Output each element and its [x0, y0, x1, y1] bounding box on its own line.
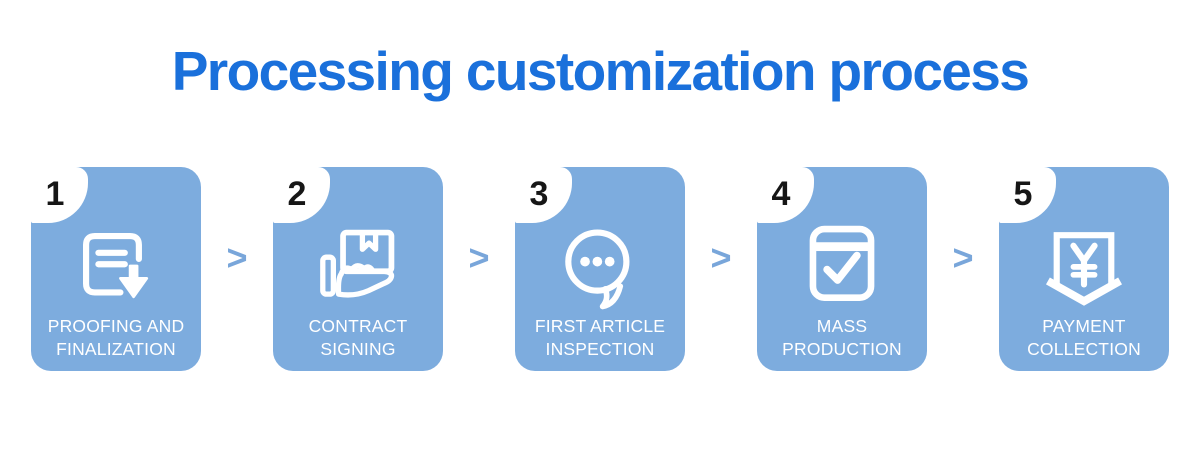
step-number: 4	[771, 175, 791, 214]
document-download-icon	[72, 222, 160, 310]
step-label: CONTRACT SIGNING	[308, 315, 408, 359]
next-step-arrow: >	[710, 237, 732, 279]
step-label: MASS PRODUCTION	[782, 315, 902, 359]
step-number: 1	[45, 175, 65, 214]
step-label: PAYMENT COLLECTION	[1027, 315, 1141, 359]
step-label: PROOFING AND FINALIZATION	[47, 315, 185, 359]
step-number: 5	[1013, 175, 1033, 214]
step-number-badge: 2	[273, 167, 330, 224]
next-step-arrow: >	[952, 237, 974, 279]
step-number: 2	[287, 175, 307, 214]
hand-holding-box-icon	[314, 222, 402, 310]
page-title: Processing customization process	[171, 40, 1030, 102]
calendar-check-icon	[798, 222, 886, 310]
next-step-arrow: >	[468, 237, 490, 279]
step-card-proofing: 1 PROOFING AND FINALIZATION	[31, 167, 201, 372]
yen-banner-icon	[1040, 222, 1128, 310]
step-label: FIRST ARTICLE INSPECTION	[534, 315, 666, 359]
process-infographic: Processing customization process 1 PROOF…	[0, 40, 1200, 476]
step-card-contract: 2 CONTRACT SIGNING	[273, 167, 443, 372]
step-number-badge: 4	[757, 167, 814, 224]
step-card-production: 4 MASS PRODUCTION	[757, 167, 927, 372]
next-step-arrow: >	[226, 237, 248, 279]
step-number: 3	[529, 175, 549, 214]
step-number-badge: 1	[31, 167, 88, 224]
chat-bubble-dots-icon	[556, 222, 644, 310]
step-number-badge: 5	[999, 167, 1056, 224]
process-flow: 1 PROOFING AND FINALIZATION > 2	[0, 167, 1200, 372]
step-card-payment: 5 PAYMENT COLLECTION	[999, 167, 1169, 372]
step-card-inspection: 3 FIRST ARTICLE INSPECTION	[515, 167, 685, 372]
step-number-badge: 3	[515, 167, 572, 224]
